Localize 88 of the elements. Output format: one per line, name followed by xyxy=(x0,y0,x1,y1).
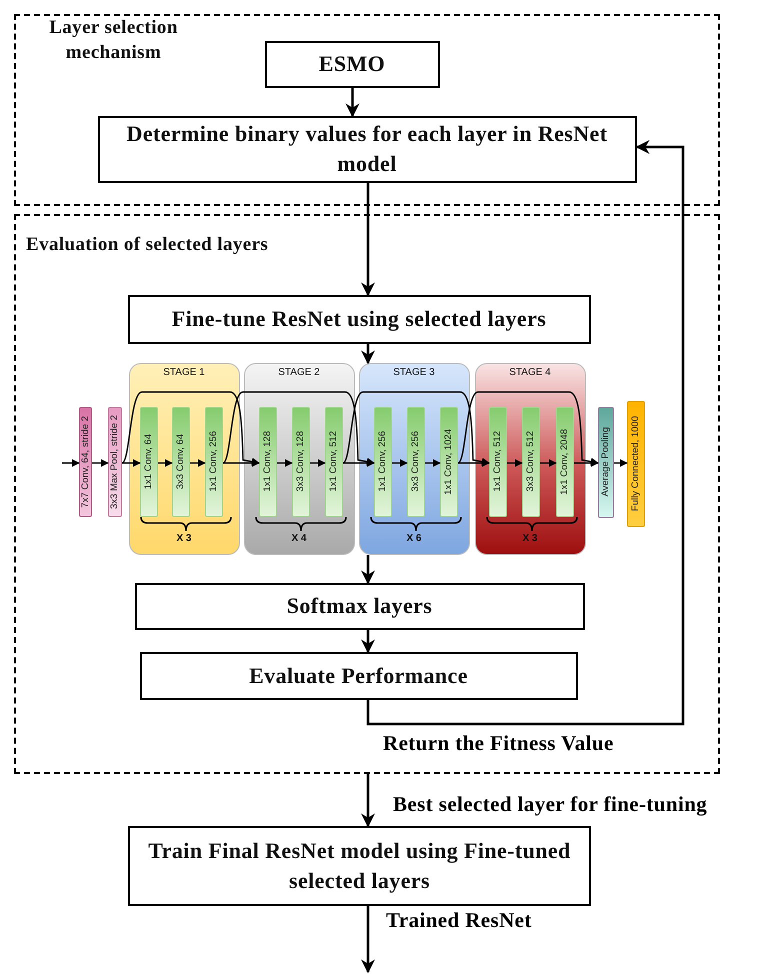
arrow xyxy=(122,459,141,467)
process-box xyxy=(128,826,591,906)
stage-panel xyxy=(244,362,354,554)
arrow xyxy=(574,459,599,467)
arrow xyxy=(366,140,684,726)
box-label: Train Final ResNet model using Fine-tuned selected layers xyxy=(147,837,572,895)
arrow xyxy=(190,459,206,467)
layer-block xyxy=(374,406,392,516)
layer-label: 1x1 Conv, 2048 xyxy=(559,428,570,494)
layer-label: 1x1 Conv, 256 xyxy=(377,431,388,492)
arrow xyxy=(361,630,375,654)
arrow xyxy=(122,391,260,466)
arrow xyxy=(614,459,628,467)
stage-title: STAGE 2 xyxy=(277,366,321,378)
layer-label: 1x1 Conv, 256 xyxy=(208,431,219,492)
process-box xyxy=(98,116,636,182)
layer-label: Fully Connected, 1000 xyxy=(630,416,641,512)
repeat-count: X 4 xyxy=(290,532,308,544)
arrow xyxy=(342,391,490,466)
arrow xyxy=(425,459,441,467)
layer-block xyxy=(292,406,310,516)
box-label: Determine binary values for each layer in ResNet model xyxy=(126,120,608,178)
process-box xyxy=(134,582,584,630)
layer-block xyxy=(598,406,614,518)
dashed-region xyxy=(14,214,720,774)
process-box xyxy=(140,652,578,700)
stage-title: STAGE 4 xyxy=(508,366,552,378)
layer-label: 1x1 Conv, 1024 xyxy=(443,428,454,494)
arrow xyxy=(361,774,375,828)
arrow xyxy=(361,555,375,584)
arrow xyxy=(361,906,375,974)
repeat-count: X 3 xyxy=(175,532,192,544)
layer-block xyxy=(440,406,458,516)
layer-block xyxy=(488,406,506,516)
arrow xyxy=(361,344,375,364)
arrow xyxy=(392,459,408,467)
layer-label: 1x1 Conv, 128 xyxy=(262,431,273,492)
region-title: Evaluation of selected layers xyxy=(26,234,268,256)
layer-block xyxy=(522,406,540,516)
dashed-region xyxy=(14,14,720,206)
stage-title: STAGE 1 xyxy=(162,366,206,378)
layer-block xyxy=(78,406,92,516)
layer-label: Average Pooling xyxy=(600,427,611,497)
arrow xyxy=(458,459,490,467)
arrow xyxy=(310,459,326,467)
box-label: Evaluate Performance xyxy=(249,662,468,690)
layer-block xyxy=(172,406,190,516)
layer-block xyxy=(626,400,644,526)
layer-block xyxy=(258,406,276,516)
layer-block xyxy=(406,406,424,516)
layer-label: 3x3 Conv, 128 xyxy=(295,431,306,492)
layer-label: 3x3 Max Pool, stride 2 xyxy=(109,414,120,508)
layer-block xyxy=(204,406,222,516)
arrow xyxy=(540,459,557,467)
arrow xyxy=(62,459,80,467)
layer-block xyxy=(140,406,158,516)
arrow xyxy=(361,183,375,296)
layer-label: 1x1 Conv, 512 xyxy=(492,431,503,492)
arrow xyxy=(346,88,360,118)
arrow xyxy=(507,459,523,467)
layer-label: 3x3 Conv, 512 xyxy=(525,431,536,492)
arrow xyxy=(92,459,109,467)
process-box xyxy=(264,40,440,88)
repeat-count: X 3 xyxy=(521,532,538,544)
layer-block xyxy=(108,406,122,516)
region-title: Layer selection mechanism xyxy=(48,16,179,65)
layer-label: 7x7 Conv, 64, stride 2 xyxy=(80,416,90,508)
arrow xyxy=(158,459,173,467)
box-label: ESMO xyxy=(318,50,386,78)
layer-label: 3x3 Conv, 64 xyxy=(175,434,186,490)
layer-label: 1x1 Conv, 512 xyxy=(328,431,339,492)
arrow xyxy=(343,459,375,467)
stage-panel xyxy=(474,362,586,554)
box-label: Fine-tune ResNet using selected layers xyxy=(172,305,546,334)
layer-block xyxy=(556,406,574,516)
arrow xyxy=(222,391,375,466)
layer-label: 3x3 Conv, 256 xyxy=(410,431,421,492)
arrow xyxy=(458,391,599,466)
stage-panel xyxy=(128,362,240,554)
stage-panel xyxy=(358,362,470,554)
stage-title: STAGE 3 xyxy=(392,366,436,378)
repeat-count: X 6 xyxy=(405,532,422,544)
layer-label: 1x1 Conv, 64 xyxy=(143,434,154,490)
box-label: Softmax layers xyxy=(286,592,432,620)
arrow xyxy=(277,459,293,467)
layer-block xyxy=(324,406,342,516)
arrow xyxy=(223,459,260,467)
process-box xyxy=(128,294,590,344)
